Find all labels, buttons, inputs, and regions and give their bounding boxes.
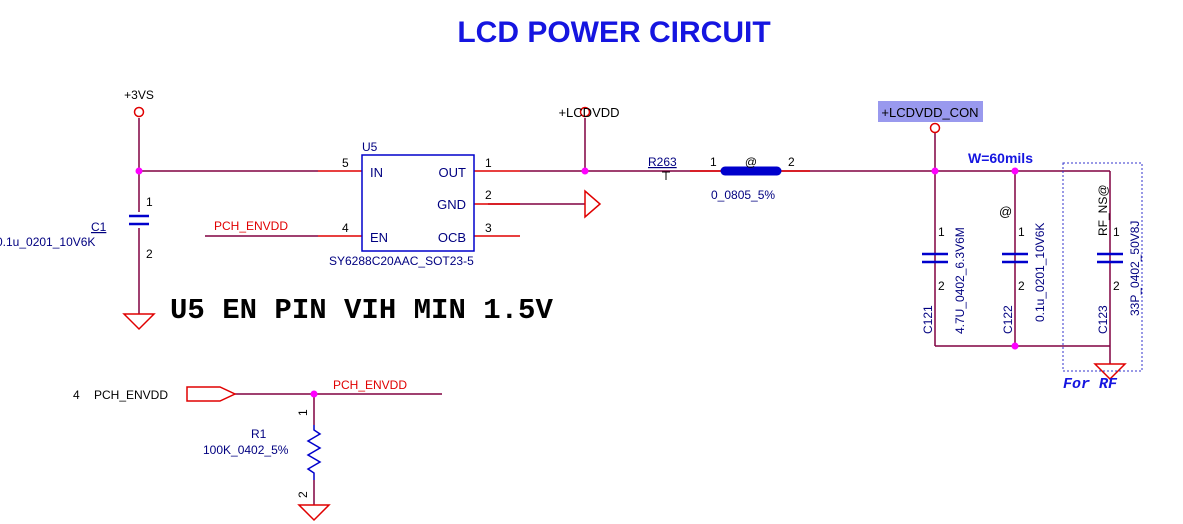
- pin-number: 2: [788, 155, 795, 169]
- junction-dot: [581, 167, 589, 175]
- power-port-lcdvdd: +LCDVDD: [558, 105, 619, 120]
- part-u5: SY6288C20AAC_SOT23-5: [329, 254, 474, 268]
- resistor-r263: R263 1 2 @ 0_0805_5%: [648, 155, 795, 202]
- pin-name-ocb: OCB: [438, 230, 466, 245]
- junction-dot: [135, 167, 143, 175]
- pin-number-out: 1: [485, 156, 492, 170]
- capacitor-c1: 1 2 C1 0.1u_0201_10V6K: [0, 195, 153, 261]
- pin-name-gnd: GND: [437, 197, 466, 212]
- rf-note: For RF: [1063, 376, 1118, 393]
- value-c123: 33P_0402_50V8J: [1128, 221, 1142, 316]
- ref-c122: C122: [1001, 305, 1015, 334]
- capacitor-c123: 1 2 RF_NS@ C123 33P_0402_50V8J For RF: [1062, 162, 1143, 393]
- ic-body: [361, 154, 475, 252]
- power-port-lcdvdd-con: +LCDVDD_CON: [878, 101, 983, 134]
- value-c121: 4.7U_0402_6.3V6M: [953, 227, 967, 334]
- port-name: PCH_ENVDD: [94, 388, 168, 402]
- pin-number-gnd: 2: [485, 188, 492, 202]
- net-label-pch-envdd-en: PCH_ENVDD: [214, 219, 288, 233]
- pin-number: 1: [938, 225, 945, 239]
- pin-stubs: [318, 170, 810, 237]
- resistor-zigzag: [306, 425, 322, 480]
- value-r263: 0_0805_5%: [711, 188, 775, 202]
- mark-c122: @: [999, 204, 1012, 219]
- rf-region-box: [1062, 162, 1143, 372]
- net-highlight: [878, 101, 983, 122]
- port-sheet-number: 4: [73, 388, 80, 402]
- ref-c123: C123: [1096, 305, 1110, 334]
- ground-icon: [297, 504, 331, 522]
- ref-c1: C1: [91, 220, 107, 234]
- ground-icon: [584, 189, 602, 219]
- off-sheet-port: 4 PCH_ENVDD PCH_ENVDD: [73, 378, 407, 402]
- capacitor-c121: 1 2 C121 4.7U_0402_6.3V6M: [921, 225, 967, 334]
- mark-c123: RF_NS@: [1096, 184, 1110, 236]
- net-label-lcdvdd: +LCDVDD: [558, 105, 619, 120]
- pin-number: 2: [296, 491, 310, 498]
- power-port-circle: [133, 106, 145, 118]
- value-c122: 0.1u_0201_10V6K: [1033, 223, 1047, 322]
- pin-number: 1: [1018, 225, 1025, 239]
- trace-width-note: W=60mils: [968, 150, 1033, 166]
- pin-number-en: 4: [342, 221, 349, 235]
- pin-number: 2: [146, 247, 153, 261]
- power-port-3vs: +3VS: [124, 88, 154, 118]
- pin-number: 2: [1113, 279, 1120, 293]
- junction-dot: [1011, 342, 1019, 350]
- ref-r1: R1: [251, 427, 267, 441]
- ref-u5: U5: [362, 140, 378, 154]
- pin-number: 1: [296, 409, 310, 416]
- junction-dot: [1011, 167, 1019, 175]
- pin-name-in: IN: [370, 165, 383, 180]
- value-c1: 0.1u_0201_10V6K: [0, 235, 95, 249]
- design-note: U5 EN PIN VIH MIN 1.5V: [170, 294, 553, 327]
- net-label-lcdvdd-con: +LCDVDD_CON: [881, 105, 978, 120]
- ref-c121: C121: [921, 305, 935, 334]
- ground-icon: [1093, 363, 1127, 381]
- junction-dot: [931, 167, 939, 175]
- pin-number-in: 5: [342, 156, 349, 170]
- port-arrow-icon: [186, 386, 237, 402]
- pin-number: 2: [938, 279, 945, 293]
- pin-number: 2: [1018, 279, 1025, 293]
- pin-name-en: EN: [370, 230, 388, 245]
- value-r1: 100K_0402_5%: [203, 443, 289, 457]
- junctions: [135, 167, 1019, 398]
- pin-number: 1: [710, 155, 717, 169]
- power-port-circle: [579, 106, 591, 118]
- junction-dot: [310, 390, 318, 398]
- net-label-3vs: +3VS: [124, 88, 154, 102]
- ic-u5: U5 SY6288C20AAC_SOT23-5 IN EN OUT GND OC…: [329, 140, 492, 268]
- pin-number: 1: [146, 195, 153, 209]
- capacitor-c122: 1 2 @ C122 0.1u_0201_10V6K: [999, 204, 1047, 334]
- resistor-r1: 1 2 R1 100K_0402_5%: [203, 409, 322, 498]
- pin-number-ocb: 3: [485, 221, 492, 235]
- pin-number: 1: [1113, 225, 1120, 239]
- mark-r263: @: [745, 155, 757, 169]
- net-label-pch-envdd: PCH_ENVDD: [333, 378, 407, 392]
- ground-icon: [122, 313, 156, 331]
- ground-symbols: [122, 189, 1127, 522]
- pin-name-out: OUT: [439, 165, 467, 180]
- power-port-circle: [929, 122, 941, 134]
- page-title: LCD POWER CIRCUIT: [457, 16, 770, 49]
- ref-r263: R263: [648, 155, 677, 169]
